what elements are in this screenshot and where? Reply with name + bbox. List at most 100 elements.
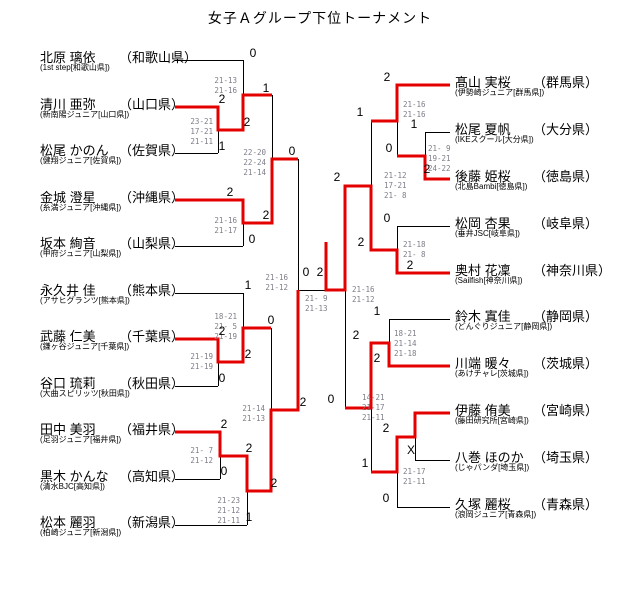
player-club: (アサヒグランツ[熊本県])	[40, 296, 130, 305]
game-count-label: 2	[357, 235, 365, 249]
player-entry: 川端 暖々（茨城県）(あけチャレ[茨城県])	[455, 353, 598, 378]
game-count-label: 0	[383, 211, 391, 225]
match-scores: 21- 9 19-21 24-22	[428, 144, 451, 173]
player-club: (清水BJC[高知県])	[40, 482, 105, 491]
game-count-label: 2	[352, 328, 360, 342]
player-prefecture: （佐賀県）	[119, 143, 185, 158]
page-title: 女子Ａグループ下位トーナメント	[207, 10, 433, 26]
winner-path-lines	[175, 83, 450, 493]
player-name: 川端 暖々	[455, 356, 511, 371]
player-name: 金城 澄星	[40, 190, 96, 205]
player-club: (藤田研究所[宮崎県])	[455, 416, 529, 425]
player-name: 松岡 杏果	[455, 216, 511, 231]
player-prefecture: （埼玉県）	[533, 450, 599, 465]
game-count-label: 2	[382, 421, 390, 435]
player-entry: 清川 亜弥（山口県）(新南陽ジュニア[山口県])	[40, 94, 184, 119]
player-entry: 坂本 絢音 （山梨県）(甲府ジュニア[山梨県])	[40, 233, 184, 258]
player-prefecture: （大分県）	[533, 122, 599, 137]
game-count-label: 2	[226, 185, 234, 199]
player-entry: 黒木 かんな （高知県） (清水BJC[高知県])	[40, 466, 184, 491]
game-count-label: 2	[406, 258, 414, 272]
player-prefecture: （山梨県）	[119, 236, 185, 251]
game-count-label: 2	[299, 395, 307, 409]
player-club: (糸満ジュニア[沖縄県])	[40, 203, 122, 212]
game-count-label: 2	[373, 351, 381, 365]
player-club: (浪岡ジュニア[青森県])	[455, 510, 537, 519]
player-prefecture: （山口県）	[119, 97, 185, 112]
match-scores: 21-16 21-12	[265, 273, 288, 292]
player-name: 武藤 仁美	[40, 329, 96, 344]
player-entry: 田中 美羽（福井県）(足羽ジュニア[福井県])	[40, 419, 184, 444]
game-count-label: 0	[385, 141, 393, 155]
match-scores: 21-14 21-13	[242, 404, 265, 423]
player-prefecture: （茨城県）	[533, 356, 599, 371]
player-club: (伊勢崎ジュニア[群馬県])	[455, 88, 545, 97]
player-prefecture: （熊本県）	[119, 283, 185, 298]
player-name: 黒木 かんな	[40, 469, 109, 484]
player-prefecture: （静岡県）	[533, 309, 599, 324]
player-prefecture: （群馬県）	[533, 75, 599, 90]
match-scores: 21-17 21-11	[403, 467, 426, 486]
match-scores: 21- 9 21-13	[305, 294, 328, 313]
match-scores: 21-13 21-16	[214, 76, 237, 95]
player-prefecture: （秋田県）	[119, 376, 185, 391]
player-entry: 八巻 ほのか（埼玉県）(じゃパンダ[埼玉県])	[455, 447, 598, 472]
game-count-label: 2	[333, 170, 341, 184]
player-club: (甲府ジュニア[山梨県])	[40, 249, 122, 258]
game-count-label: 2	[262, 208, 270, 222]
player-name: 田中 美羽	[40, 422, 96, 437]
player-name: 伊藤 侑美	[455, 403, 511, 418]
game-count-label: 2	[243, 115, 251, 129]
player-club: (垂井JSC[岐阜県])	[455, 229, 520, 238]
match-scores: 21-23 21-12 21-11	[217, 496, 240, 525]
player-entry: 松岡 杏果 （岐阜県） (垂井JSC[岐阜県])	[455, 213, 598, 238]
game-count-label: 2	[316, 265, 324, 279]
player-prefecture: （青森県）	[533, 497, 599, 512]
player-name: 松尾 かのん	[40, 143, 109, 158]
game-count-label: 2	[245, 441, 253, 455]
player-prefecture: （徳島県）	[533, 169, 599, 184]
player-club: (どんぐりジュニア[静岡県])	[455, 322, 553, 331]
player-club: (鎌ヶ谷ジュニア[千葉県])	[40, 342, 130, 351]
player-club: (1st step[和歌山県])	[40, 63, 110, 72]
player-prefecture: （高知県）	[119, 469, 185, 484]
game-count-label: 0	[249, 46, 257, 60]
player-name: 谷口 琉莉	[40, 376, 96, 391]
game-count-label: 2	[220, 417, 228, 431]
game-count-label: 2	[383, 70, 391, 84]
player-prefecture: （岐阜県）	[533, 216, 599, 231]
match-scores: 14-21 21-17 21-11	[362, 393, 385, 422]
player-entry: 金城 澄星（沖縄県）(糸満ジュニア[沖縄県])	[40, 187, 184, 212]
player-name: 坂本 絢音	[40, 236, 96, 251]
player-name: 松本 麗羽	[40, 515, 96, 530]
player-prefecture: （神奈川県）	[533, 263, 612, 278]
player-entry: 谷口 琉莉 （秋田県）(大曲スピリッツ[秋田県])	[40, 373, 184, 398]
game-count-label: 0	[218, 371, 226, 385]
player-entry: 北原 璃依（和歌山県）(1st step[和歌山県])	[40, 47, 197, 72]
match-scores: 21- 7 21-12	[190, 446, 213, 465]
player-entry: 松本 麗羽（新潟県）(柏崎ジュニア[新潟県])	[40, 512, 184, 537]
player-name: 松尾 夏帆	[455, 122, 511, 137]
player-club: (大曲スピリッツ[秋田県])	[40, 389, 130, 398]
player-entry: 久塚 麗桜 （青森県）(浪岡ジュニア[青森県])	[455, 494, 598, 519]
match-scores: 21-16 21-17	[214, 216, 237, 235]
player-club: (Sailfish[神奈川県])	[455, 276, 523, 285]
player-name: 久塚 麗桜	[455, 497, 511, 512]
player-prefecture: （和歌山県）	[119, 50, 198, 65]
player-entry: 奥村 花凜（神奈川県）(Sailfish[神奈川県])	[455, 260, 611, 285]
player-name: 髙山 実桜	[455, 75, 511, 90]
game-count-label: X	[406, 443, 415, 457]
game-count-label: 1	[373, 304, 381, 318]
player-prefecture: （千葉県）	[119, 329, 185, 344]
player-entry: 伊藤 侑美 （宮崎県） (藤田研究所[宮崎県])	[455, 400, 598, 425]
player-entry: 鈴木 寘佳（静岡県）(どんぐりジュニア[静岡県])	[455, 306, 598, 331]
match-scores: 18-21 21- 5 21-19	[214, 312, 237, 341]
game-count-label: 1	[245, 510, 253, 524]
game-count-label: 0	[220, 464, 228, 478]
player-club: (足羽ジュニア[福井県])	[40, 435, 122, 444]
player-prefecture: （宮崎県）	[533, 403, 599, 418]
player-entry: 髙山 実桜 （群馬県）(伊勢崎ジュニア[群馬県])	[455, 72, 598, 97]
game-count-label: 1	[262, 81, 270, 95]
player-club: (新南陽ジュニア[山口県])	[40, 110, 130, 119]
